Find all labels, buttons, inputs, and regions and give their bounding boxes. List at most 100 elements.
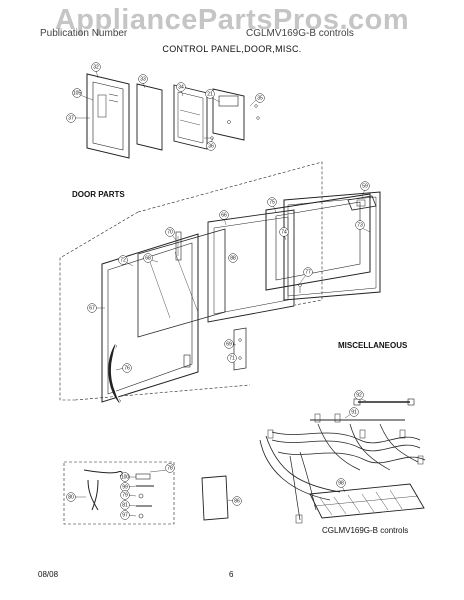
callout-circle (91, 62, 101, 72)
callout-73: 73 (355, 220, 365, 230)
callout-77: 77 (303, 267, 313, 277)
oven-rack (309, 483, 425, 519)
callout-circle (228, 253, 238, 263)
callout-circle (66, 492, 76, 502)
callout-number: 81 (122, 502, 128, 508)
callout-78: 78 (165, 463, 175, 473)
callout-circle (143, 253, 153, 263)
callout-79: 79 (120, 490, 130, 500)
callout-91: 91 (349, 407, 359, 417)
callout-circle (138, 74, 148, 84)
publication-label: Publication Number (40, 28, 128, 39)
callout-circle (360, 181, 370, 191)
callout-number: 86 (234, 498, 240, 504)
callout-74: 74 (279, 227, 289, 237)
callout-68: 68 (143, 253, 153, 263)
callout-number: 73 (357, 222, 363, 228)
callout-number: 77 (305, 269, 311, 275)
callout-circle (232, 496, 242, 506)
callout-76: 76 (122, 363, 132, 373)
callout-number: 75 (269, 199, 275, 205)
callout-35: 35 (255, 93, 265, 103)
callout-number: 37 (68, 115, 74, 121)
callout-circle (120, 500, 130, 510)
callout-circle (72, 88, 82, 98)
callout-number: 92 (356, 392, 362, 398)
callout-number: 21 (207, 91, 213, 97)
callout-number: 78 (167, 465, 173, 471)
callout-number: 71 (229, 355, 235, 361)
callout-number: 76 (124, 365, 130, 371)
miscellaneous-label: MISCELLANEOUS (338, 341, 408, 350)
callout-circle (118, 255, 128, 265)
callout-72: 72 (118, 255, 128, 265)
door-parts-boundary (59, 161, 323, 401)
footer-date: 08/08 (38, 570, 59, 579)
callout-circle (349, 407, 359, 417)
callout-circle (87, 303, 97, 313)
callout-number: 36 (208, 143, 214, 149)
hardware-kit (63, 461, 175, 525)
callout-circle (255, 93, 265, 103)
owners-manual (201, 475, 229, 521)
callout-circle (219, 210, 229, 220)
callout-67: 67 (87, 303, 97, 313)
wire-harness (259, 398, 426, 524)
callout-number: 105 (73, 90, 82, 96)
callout-59: 59 (360, 181, 370, 191)
callout-98: 98 (336, 478, 346, 488)
door-parts-label: DOOR PARTS (72, 190, 125, 199)
callout-number: 34 (178, 84, 184, 90)
callout-36: 36 (206, 141, 216, 151)
callout-number: 99 (122, 484, 128, 490)
callout-66: 66 (219, 210, 229, 220)
callout-circle (165, 227, 175, 237)
bracket-part (347, 195, 377, 211)
callout-33: 33 (138, 74, 148, 84)
callout-92: 92 (354, 390, 364, 400)
callout-circle (336, 478, 346, 488)
callout-37: 37 (66, 113, 76, 123)
callout-32: 32 (91, 62, 101, 72)
callout-circle (303, 267, 313, 277)
page-number: 6 (229, 570, 234, 579)
callout-97: 97 (120, 510, 130, 520)
callout-circle (206, 141, 216, 151)
callout-number: 79 (122, 492, 128, 498)
callout-34: 34 (176, 82, 186, 92)
callout-number: 80 (68, 494, 74, 500)
callout-number: 97 (122, 512, 128, 518)
callout-number: 59 (362, 183, 368, 189)
callout-circle (267, 197, 277, 207)
callout-number: 70 (167, 229, 173, 235)
callout-69: 69 (224, 339, 234, 349)
callout-number: 66 (221, 212, 227, 218)
callout-number: 68 (145, 255, 151, 261)
watermark: AppliancePartsPros.com (54, 4, 410, 36)
callout-circle (355, 220, 365, 230)
callout-circle (66, 113, 76, 123)
section-title: CONTROL PANEL,DOOR,MISC. (162, 44, 302, 54)
callout-number: 88 (230, 255, 236, 261)
callout-circle (279, 227, 289, 237)
callout-number: 69 (226, 341, 232, 347)
callout-circle (227, 353, 237, 363)
callout-21: 21 (205, 89, 215, 99)
model-header: CGLMV169G-B controls (246, 28, 354, 39)
callout-number: 33 (140, 76, 146, 82)
callout-80: 80 (66, 492, 76, 502)
callout-number: 32 (93, 64, 99, 70)
callout-number: 72 (120, 257, 126, 263)
callout-105: 105 (72, 88, 82, 98)
callout-circle (176, 82, 186, 92)
callout-number: 74 (281, 229, 287, 235)
callout-circle (224, 339, 234, 349)
callout-71: 71 (227, 353, 237, 363)
callout-circle (120, 472, 130, 482)
callout-number: 100 (121, 474, 130, 480)
callout-88: 88 (228, 253, 238, 263)
callout-circle (354, 390, 364, 400)
callout-number: 67 (89, 305, 95, 311)
callout-100: 100 (120, 472, 130, 482)
